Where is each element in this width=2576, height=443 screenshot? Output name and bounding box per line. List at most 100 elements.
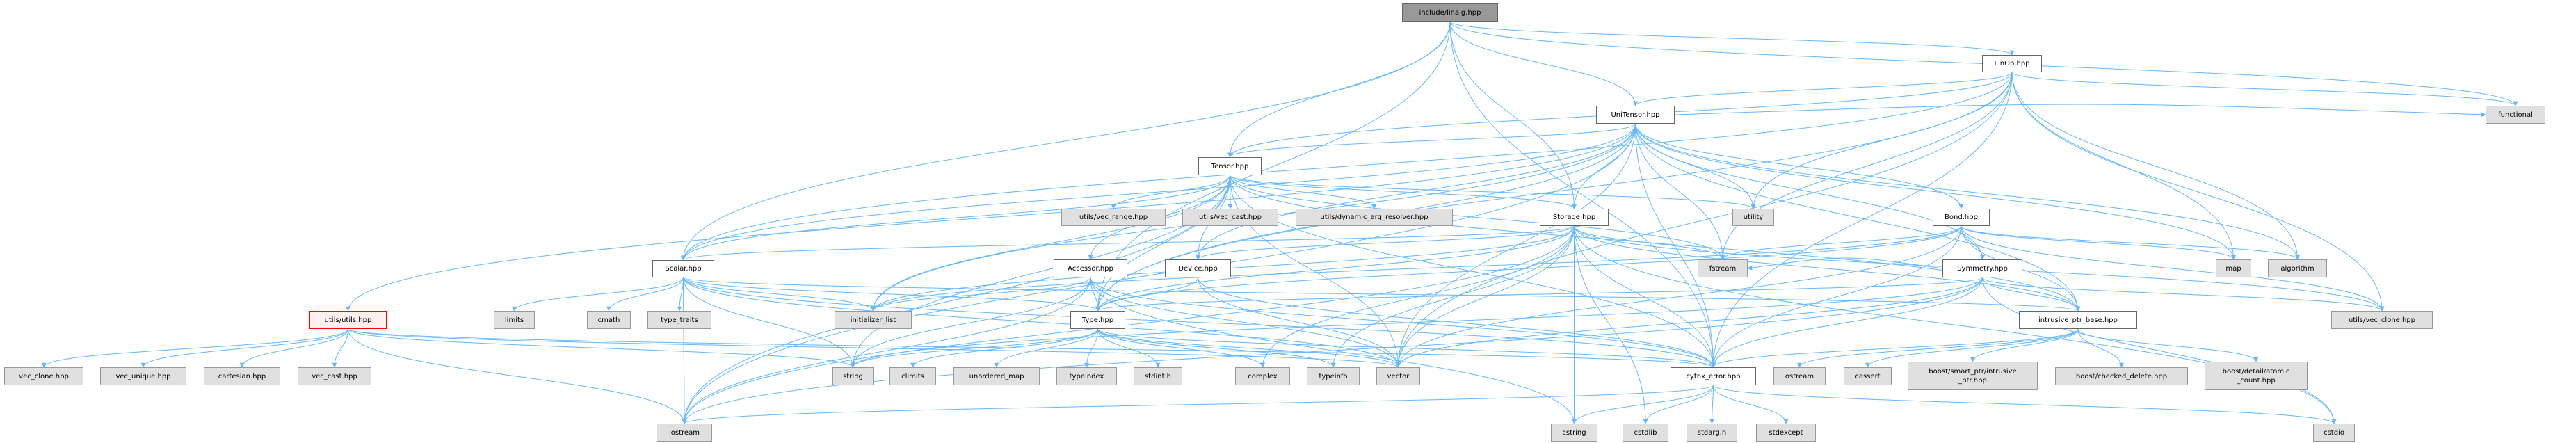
node-typeinfo[interactable]: typeinfo [1307, 367, 1360, 385]
node-boost-checked-delete-hpp[interactable]: boost/checked_delete.hpp [2055, 367, 2188, 385]
node-device-hpp[interactable]: Device.hpp [1165, 259, 1231, 277]
edge-tensor-to-fstream [1230, 175, 1725, 260]
edge-linalg-to-scalar [681, 21, 1451, 261]
edge-scalar-to-type [683, 277, 1100, 312]
node-utils-vec-clone-hpp[interactable]: utils/vec_clone.hpp [2331, 311, 2433, 329]
node-vec-unique-hpp[interactable]: vec_unique.hpp [100, 367, 186, 385]
node-scalar-hpp[interactable]: Scalar.hpp [652, 260, 714, 277]
edge-type-to-climits [910, 328, 1098, 368]
node-complex[interactable]: complex [1235, 367, 1290, 385]
node-map[interactable]: map [2216, 259, 2251, 277]
node-intrusive-ptr-base-hpp[interactable]: intrusive_ptr_base.hpp [2019, 311, 2137, 329]
node-unordered-map[interactable]: unordered_map [953, 367, 1040, 385]
edge-storage-to-iostream [682, 225, 1575, 424]
edge-device-to-type [1095, 277, 1198, 312]
node-ostream[interactable]: ostream [1773, 367, 1826, 385]
edge-tensor-to-init_list [871, 175, 1230, 312]
edge-storage-to-typeinfo [1330, 225, 1575, 368]
edge-linalg-to-linop [1449, 21, 2015, 56]
node-stdexcept[interactable]: stdexcept [1756, 424, 1816, 442]
node-initializer-list[interactable]: initializer_list [835, 311, 912, 329]
node-type-hpp[interactable]: Type.hpp [1070, 311, 1125, 329]
edge-type-to-complex [1097, 328, 1265, 368]
edge-utils-to-string [348, 328, 855, 368]
node-fstream[interactable]: fstream [1698, 259, 1748, 277]
node-iostream[interactable]: iostream [657, 424, 712, 442]
edge-unitensor-to-fstream [1635, 123, 1725, 260]
edge-intrusive-to-boost_checked [2077, 328, 2124, 368]
edge-scalar-to-limits [512, 277, 684, 312]
node-bond-hpp[interactable]: Bond.hpp [1933, 209, 1990, 226]
edge-unitensor-to-map [1635, 123, 2236, 260]
edge-bond-to-type [1095, 225, 1962, 312]
node-functional[interactable]: functional [2486, 106, 2545, 124]
edge-bond-to-cytnx_error [1711, 225, 1962, 368]
node-cstdio[interactable]: cstdio [2313, 424, 2355, 442]
edge-linalg-to-tensor [1227, 21, 1451, 158]
node-limits[interactable]: limits [494, 311, 535, 329]
edge-symmetry-to-vector [1396, 277, 1983, 368]
node-cstring[interactable]: cstring [1551, 424, 1597, 442]
node-utility[interactable]: utility [1732, 209, 1774, 226]
node-stdarg-h[interactable]: stdarg.h [1687, 424, 1737, 442]
node-symmetry-hpp[interactable]: Symmetry.hpp [1942, 259, 2022, 277]
edge-storage-to-intrusive [1574, 225, 2081, 312]
edge-accessor-to-init_list [871, 277, 1091, 312]
edge-symmetry-to-string [851, 277, 1983, 368]
node-cassert[interactable]: cassert [1844, 367, 1892, 385]
node-boost-smart-ptr-intrusive-ptr-hpp[interactable]: boost/smart_ptr/intrusive _ptr.hpp [1908, 362, 2038, 390]
edge-tensor-to-dyn_arg [1230, 175, 1377, 209]
node-cmath[interactable]: cmath [587, 311, 631, 329]
node-climits[interactable]: climits [889, 367, 936, 385]
edge-storage-to-vector [1396, 225, 1575, 368]
edge-unitensor-to-iostream [682, 123, 1636, 424]
edge-linop-to-scalar [681, 72, 2013, 261]
edge-accessor-to-iostream [682, 277, 1091, 424]
edge-linop-to-algorithm [2011, 72, 2300, 260]
node-linop-hpp[interactable]: LinOp.hpp [1982, 55, 2042, 72]
edge-utils-to-iostream [348, 328, 687, 424]
edge-symmetry-to-intrusive [1982, 277, 2081, 312]
node-string[interactable]: string [832, 367, 874, 385]
node-utils-vec-cast-hpp[interactable]: utils/vec_cast.hpp [1182, 209, 1278, 226]
edge-bond-to-algorithm [1961, 225, 2300, 260]
node-tensor-hpp[interactable]: Tensor.hpp [1198, 157, 1262, 175]
node-vec-clone-hpp[interactable]: vec_clone.hpp [4, 367, 83, 385]
edge-tensor-to-type [1095, 175, 1230, 312]
node-algorithm[interactable]: algorithm [2268, 259, 2327, 277]
edge-intrusive-to-cassert [1865, 328, 2079, 368]
edge-scalar-to-vector [683, 277, 1401, 368]
node-cytnx-error-hpp[interactable]: cytnx_error.hpp [1671, 367, 1756, 385]
node-stdint-h[interactable]: stdint.h [1134, 367, 1182, 385]
edge-tensor-to-storage [1230, 175, 1577, 209]
node-unitensor-hpp[interactable]: UniTensor.hpp [1596, 106, 1675, 124]
node-vec-cast-hpp[interactable]: vec_cast.hpp [298, 367, 371, 385]
edge-bond-to-u_vec_clone [1961, 225, 2385, 312]
edge-linalg-to-storage [1449, 21, 1577, 209]
edge-type-to-string [851, 328, 1098, 368]
node-utils-vec-range-hpp[interactable]: utils/vec_range.hpp [1061, 209, 1166, 226]
edge-linop-to-map [2011, 72, 2236, 260]
edge-symmetry-to-cstdio [1982, 277, 2337, 424]
node-vector[interactable]: vector [1376, 367, 1420, 385]
node-boost-detail-atomic-count-hpp[interactable]: boost/detail/atomic _count.hpp [2205, 362, 2308, 390]
edge-intrusive-to-ostream [1797, 328, 2079, 368]
node-cstdlib[interactable]: cstdlib [1623, 424, 1668, 442]
edge-storage-to-cstdlib [1574, 225, 1648, 424]
edge-intrusive-to-boost_intrusive [1970, 328, 2079, 362]
node-cartesian-hpp[interactable]: cartesian.hpp [204, 367, 280, 385]
edge-linop-to-utility [1750, 72, 2013, 209]
edge-unitensor-to-utility [1635, 123, 1756, 209]
edge-utils-to-vec_unique [140, 328, 348, 368]
node-utils-dynamic-arg-resolver-hpp[interactable]: utils/dynamic_arg_resolver.hpp [1296, 209, 1453, 226]
node-include-linalg-hpp[interactable]: include/linalg.hpp [1402, 3, 1498, 22]
node-type-traits[interactable]: type_traits [647, 311, 711, 329]
node-typeindex[interactable]: typeindex [1056, 367, 1117, 385]
node-utils-utils-hpp[interactable]: utils/utils.hpp [309, 311, 387, 329]
node-storage-hpp[interactable]: Storage.hpp [1540, 209, 1609, 226]
edge-scalar-to-cytnx_error [683, 277, 1716, 368]
edge-unitensor-to-vector [1396, 123, 1636, 368]
edge-type-to-cytnx_error [1097, 328, 1716, 368]
node-accessor-hpp[interactable]: Accessor.hpp [1054, 259, 1127, 277]
edge-utils-to-vec_cast [332, 328, 348, 368]
